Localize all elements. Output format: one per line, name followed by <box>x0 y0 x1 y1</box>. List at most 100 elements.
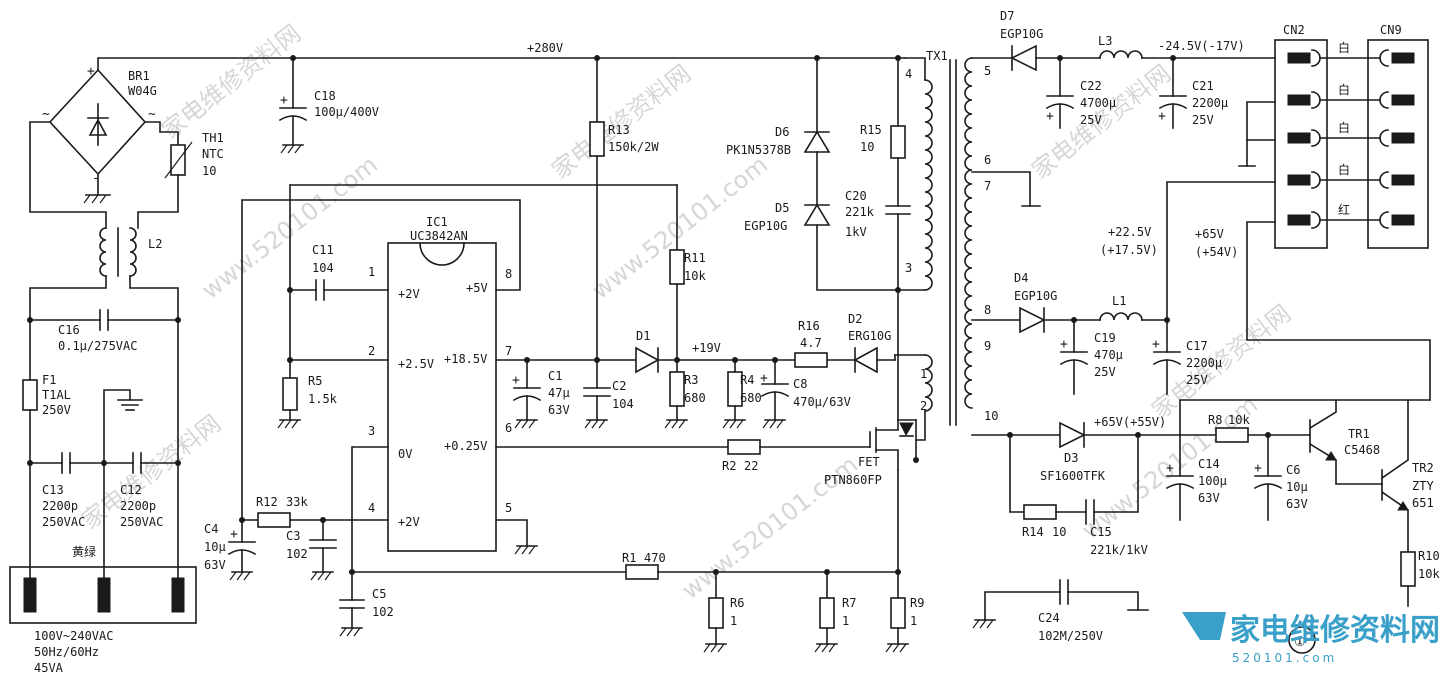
c3-value: 102 <box>286 547 308 561</box>
connector-pins <box>1287 49 1415 229</box>
c14-value: 100μ <box>1198 474 1227 488</box>
th1-ref: TH1 <box>202 131 224 145</box>
r16-ref: R16 <box>798 319 820 333</box>
bridge-plus-label: + <box>87 64 95 79</box>
c19-ref: C19 <box>1094 331 1116 345</box>
wire-color-white: 白 <box>1338 120 1350 135</box>
r14-value: 10 <box>1052 525 1066 539</box>
resistor-r14 <box>1023 504 1057 520</box>
d4-part: EGP10G <box>1014 289 1057 303</box>
d5-ref: D5 <box>775 201 789 215</box>
c22-voltage: 25V <box>1080 113 1102 127</box>
th1-value: 10 <box>202 164 216 178</box>
d1-ref: D1 <box>636 329 650 343</box>
ic1-pin6-voltage: +0.25V <box>444 439 487 453</box>
ic1-pin7-num: 7 <box>505 344 512 358</box>
c13-ref: C13 <box>42 483 64 497</box>
tx1-primary-winding <box>924 79 933 291</box>
ic1-uc3842an <box>387 242 497 552</box>
c13-voltage: 250VAC <box>42 515 85 529</box>
diode-d4 <box>1019 306 1046 334</box>
c19-voltage: 25V <box>1094 365 1116 379</box>
c11-ref: C11 <box>312 243 334 257</box>
watermark-cn: 家电维修资料网 <box>546 59 696 184</box>
tx1-pin2: 2 <box>920 399 927 413</box>
rail-neg24-label: -24.5V(-17V) <box>1158 39 1245 53</box>
hv-rail-label: +280V <box>527 41 563 55</box>
resistor-r11 <box>669 249 685 285</box>
d4-ref: D4 <box>1014 271 1028 285</box>
r5-ref: R5 <box>308 374 322 388</box>
r11-value: 10k <box>684 269 706 283</box>
c1-ref: C1 <box>548 369 562 383</box>
c14-voltage: 63V <box>1198 491 1220 505</box>
c19-plus: + <box>1060 337 1068 352</box>
c6-plus: + <box>1254 461 1262 476</box>
diode-d2 <box>853 346 878 374</box>
r9-value: 1 <box>910 614 917 628</box>
c4-ref: C4 <box>204 522 218 536</box>
c22-plus: + <box>1046 109 1054 124</box>
c8-plus: + <box>760 371 768 386</box>
c21-voltage: 25V <box>1192 113 1214 127</box>
figure-number: ① <box>1294 635 1306 650</box>
r12-ref: R12 <box>256 495 278 509</box>
c15-ref: C15 <box>1090 525 1112 539</box>
c18-plus: + <box>280 93 288 108</box>
c14-plus: + <box>1166 461 1174 476</box>
tr2-part: ZTY <box>1412 479 1434 493</box>
resistor-r16 <box>794 352 828 368</box>
connector-cn2 <box>1274 39 1328 249</box>
r4-ref: R4 <box>740 373 754 387</box>
house-icon <box>1182 612 1226 640</box>
c13-value: 2200p <box>42 499 78 513</box>
d5-part: EGP10G <box>744 219 787 233</box>
c16-value: 0.1μ/275VAC <box>58 339 137 353</box>
c17-voltage: 25V <box>1186 373 1208 387</box>
resistor-r12 <box>257 512 291 528</box>
tx1-pin9: 9 <box>984 339 991 353</box>
d3-ref: D3 <box>1064 451 1078 465</box>
l1-ref: L1 <box>1112 294 1126 308</box>
fet-part: PTN860FP <box>824 473 882 487</box>
diode-d5 <box>803 203 831 226</box>
tx1-pin5: 5 <box>984 64 991 78</box>
c17-value: 2200μ <box>1186 356 1222 370</box>
br1-ref: BR1 <box>128 69 150 83</box>
c6-value: 10μ <box>1286 480 1308 494</box>
c24-ref: C24 <box>1038 611 1060 625</box>
fet-ref: FET <box>858 455 880 469</box>
c1-voltage: 63V <box>548 403 570 417</box>
c8-value: 470μ/63V <box>793 395 851 409</box>
ic1-pin3-num: 3 <box>368 424 375 438</box>
zener-d6 <box>803 130 831 153</box>
bridge-ac-label: ~ <box>42 107 50 122</box>
r16-value: 4.7 <box>800 336 822 350</box>
f1-value: T1AL <box>42 388 71 402</box>
d6-part: PK1N5378B <box>726 143 791 157</box>
tx1-pin3: 3 <box>905 261 912 275</box>
c20-value: 221k <box>845 205 875 219</box>
secondary-section: 5 6 7 8 9 10 D7 EGP10G + C22 4700μ 25V L… <box>964 9 1440 643</box>
tx1-pin1: 1 <box>920 367 927 381</box>
r6-ref: R6 <box>730 596 744 610</box>
c11-value: 104 <box>312 261 334 275</box>
c12-ref: C12 <box>120 483 142 497</box>
inductor-l1 <box>1099 312 1143 321</box>
ic1-pin1-voltage: +2V <box>398 287 420 301</box>
ac-power-label: 45VA <box>34 661 64 675</box>
input-section: + ~ ~ - BR1 W04G TH1 NTC 10 L2 C16 <box>9 57 906 675</box>
mosfet-fet <box>875 419 899 431</box>
ac-input-connector <box>9 566 197 624</box>
r10-value: 10k <box>1418 567 1440 581</box>
c3-ref: C3 <box>286 529 300 543</box>
c2-value: 104 <box>612 397 634 411</box>
r2-value: 22 <box>744 459 758 473</box>
diode-d7 <box>1010 44 1037 72</box>
ic1-part: UC3842AN <box>410 229 468 243</box>
tx1-ref: TX1 <box>926 49 948 63</box>
c12-voltage: 250VAC <box>120 515 163 529</box>
c18-value: 100μ/400V <box>314 105 379 119</box>
watermark-cn: 家电维修资料网 <box>156 19 306 144</box>
